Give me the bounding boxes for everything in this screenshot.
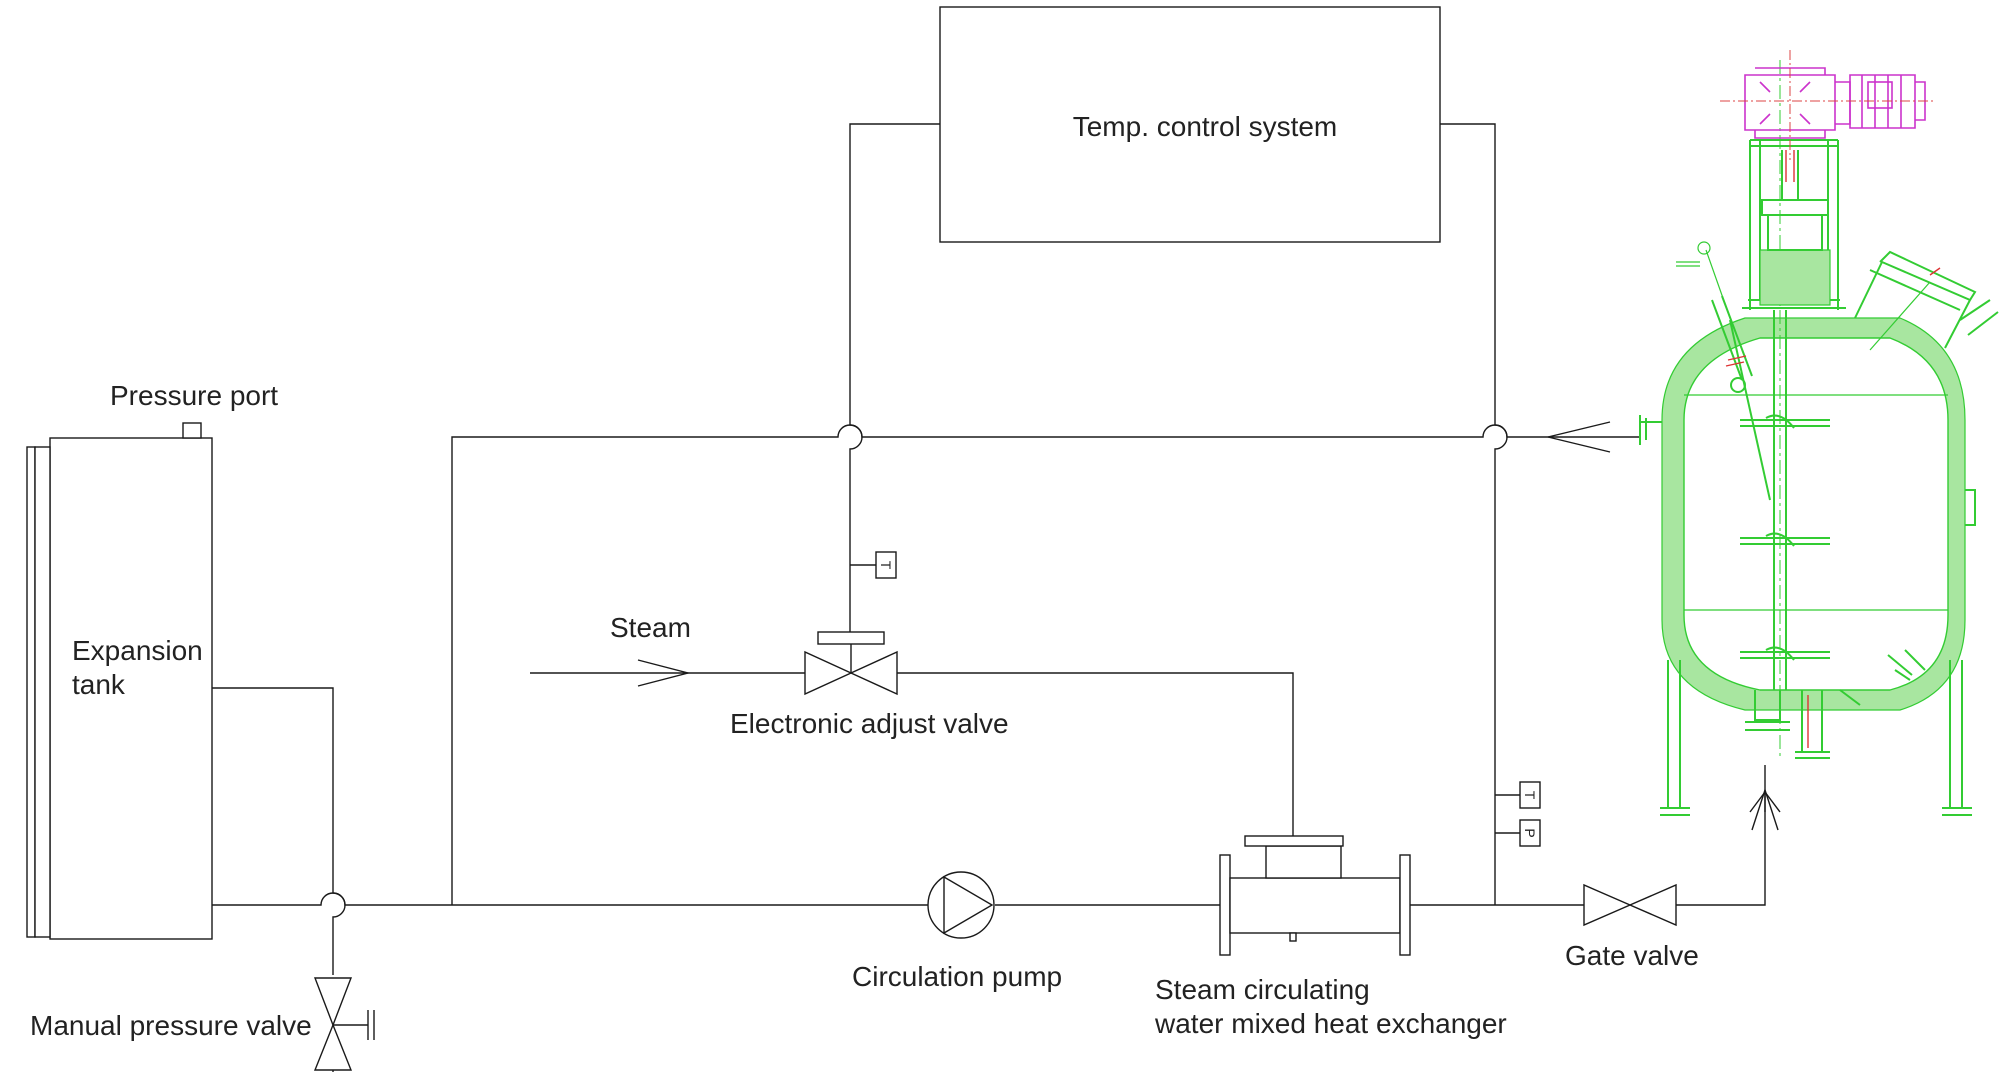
- expansion-tank-label-1: Expansion: [72, 635, 203, 666]
- reactor-vessel: [1639, 60, 1999, 816]
- temp-control-system: Temp. control system: [939, 6, 1441, 243]
- circulation-pump-label: Circulation pump: [852, 961, 1062, 992]
- electronic-valve-label: Electronic adjust valve: [730, 708, 1009, 739]
- pressure-sensor: P: [1495, 819, 1541, 847]
- heat-exchanger: Steam circulating water mixed heat excha…: [1154, 835, 1507, 1039]
- expansion-tank: Pressure port Expansion tank: [26, 380, 278, 940]
- piping: [212, 123, 1781, 975]
- gate-valve-label: Gate valve: [1565, 940, 1699, 971]
- expansion-tank-label-2: tank: [72, 669, 126, 700]
- gate-valve: Gate valve: [1565, 883, 1699, 971]
- pressure-port-nozzle: [182, 422, 202, 439]
- temp-sensor-upper-label: T: [878, 561, 894, 570]
- temp-sensor-upper: T: [850, 551, 897, 579]
- manual-pressure-valve: Manual pressure valve: [30, 977, 375, 1072]
- steam-label: Steam: [610, 612, 691, 643]
- agitator-motor: [1720, 50, 1935, 160]
- circulation-pump: Circulation pump: [852, 871, 1062, 992]
- manual-valve-label: Manual pressure valve: [30, 1010, 312, 1041]
- temp-sensor-lower: T: [1495, 781, 1541, 809]
- electronic-adjust-valve: Electronic adjust valve Steam: [610, 612, 1009, 739]
- temp-sensor-lower-label: T: [1522, 791, 1538, 800]
- heat-exchanger-label-2: water mixed heat exchanger: [1154, 1008, 1507, 1039]
- heat-exchanger-label-1: Steam circulating: [1155, 974, 1370, 1005]
- pressure-port-label: Pressure port: [110, 380, 278, 411]
- pressure-sensor-label: P: [1522, 828, 1538, 837]
- temp-control-label: Temp. control system: [1073, 111, 1338, 142]
